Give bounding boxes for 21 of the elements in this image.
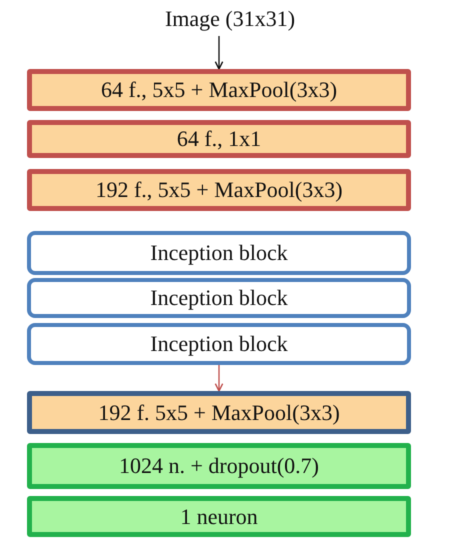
inception-box bbox=[27, 231, 411, 275]
layer-box bbox=[27, 69, 411, 111]
layer-label: 1 neuron bbox=[180, 504, 258, 530]
arrow bbox=[214, 36, 224, 70]
layer-label: 64 f., 5x5 + MaxPool(3x3) bbox=[100, 77, 338, 103]
arrow bbox=[214, 365, 224, 392]
layer-box bbox=[27, 391, 411, 434]
layer-label: Inception block bbox=[150, 240, 288, 266]
layer-box bbox=[27, 169, 411, 211]
layer-label: 1024 n. + dropout(0.7) bbox=[119, 453, 319, 479]
layer-label: Inception block bbox=[150, 331, 288, 357]
layer-label: 64 f., 1x1 bbox=[176, 126, 262, 152]
layer-label: Inception block bbox=[150, 285, 288, 311]
dense-layer-box bbox=[27, 496, 411, 537]
layer-label: 192 f., 5x5 + MaxPool(3x3) bbox=[95, 177, 343, 203]
title-text: Image (31x31) bbox=[164, 6, 296, 32]
layer-label: 192 f. 5x5 + MaxPool(3x3) bbox=[98, 400, 340, 426]
layer-box bbox=[27, 120, 411, 158]
dense-layer-box bbox=[27, 443, 411, 489]
inception-box bbox=[27, 278, 411, 318]
inception-box bbox=[27, 323, 411, 365]
